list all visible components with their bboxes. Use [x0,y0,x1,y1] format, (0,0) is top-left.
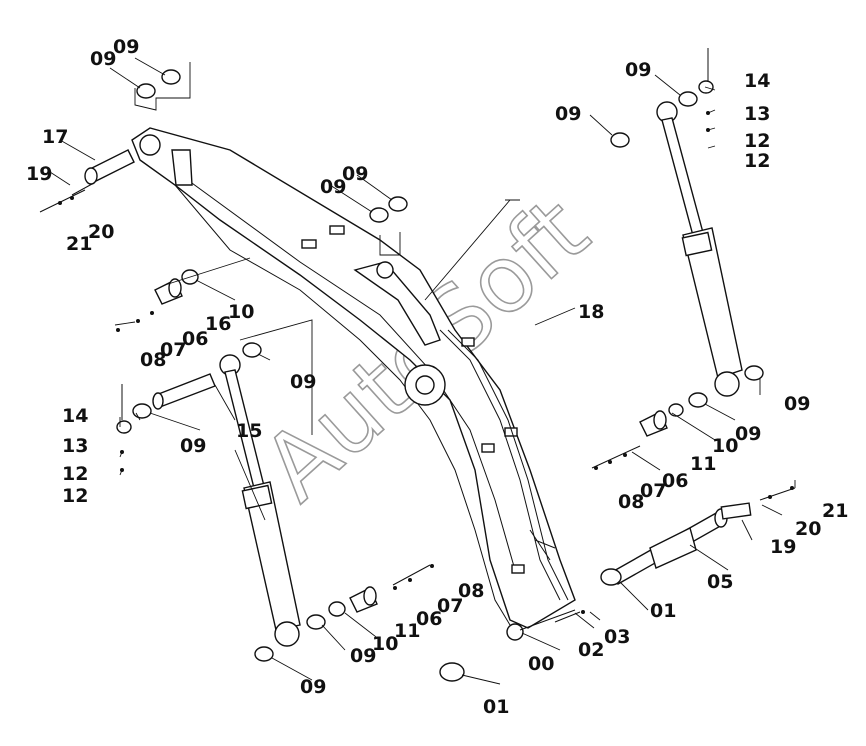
callout-label: 08 [458,580,484,602]
callout-label: 17 [42,126,68,148]
callout-label: 15 [236,420,262,442]
callout-label: 09 [180,435,206,457]
callout-label: 10 [228,301,254,323]
callout-label: 00 [528,653,554,675]
callout-label: 21 [66,233,92,255]
washers [116,69,764,682]
callout-label: 19 [770,536,796,558]
callout-label: 08 [618,491,644,513]
callout-label: 12 [62,485,88,507]
pin-11-right [639,410,668,437]
callout-label: 09 [320,176,346,198]
pin-05 [611,502,752,585]
callout-label: 06 [662,470,688,492]
callout-label: 09 [300,676,326,698]
callout-label: 09 [784,393,810,415]
callout-label: 13 [62,435,88,457]
callout-label: 18 [578,301,604,323]
callout-label: 07 [437,595,463,617]
callout-label: 01 [650,600,676,622]
callout-label: 09 [350,645,376,667]
callout-label: 09 [555,103,581,125]
callout-label: 19 [26,163,52,185]
callout-label: 09 [290,371,316,393]
callout-label: 01 [483,696,509,718]
callout-label: 08 [140,349,166,371]
pin-11-bottom [349,586,378,613]
callout-label: 16 [205,313,231,335]
callout-label: 07 [640,480,666,502]
callout-label: 05 [707,571,733,593]
callout-label: 13 [744,103,770,125]
boom-body [131,127,576,641]
right-boom-cylinder [656,101,743,397]
callout-label: 11 [394,620,420,642]
callout-label: 20 [88,221,114,243]
callout-label: 06 [182,328,208,350]
callout-labels: 09 09 17 19 21 20 09 09 16 10 08 07 06 0… [26,36,848,718]
callout-label: 10 [712,435,738,457]
callout-label: 20 [795,518,821,540]
callout-label: 21 [822,500,848,522]
pin-17 [71,149,135,196]
callout-label: 14 [744,70,770,92]
pin-16 [154,278,183,305]
left-boom-cylinder [219,354,301,647]
callout-label: 12 [744,130,770,152]
callout-label: 02 [578,639,604,661]
callout-label: 11 [690,453,716,475]
callout-label: 09 [625,59,651,81]
callout-label: 09 [90,48,116,70]
callout-label: 09 [342,163,368,185]
callout-label: 09 [113,36,139,58]
callout-label: 06 [416,608,442,630]
callout-label: 14 [62,405,88,427]
callout-label: 03 [604,626,630,648]
pin-15 [152,373,216,410]
callout-label: 09 [735,423,761,445]
leader-lines [49,57,796,685]
callout-label: 12 [744,150,770,172]
callout-label: 10 [372,633,398,655]
callout-label: 07 [160,339,186,361]
callout-label: 12 [62,463,88,485]
